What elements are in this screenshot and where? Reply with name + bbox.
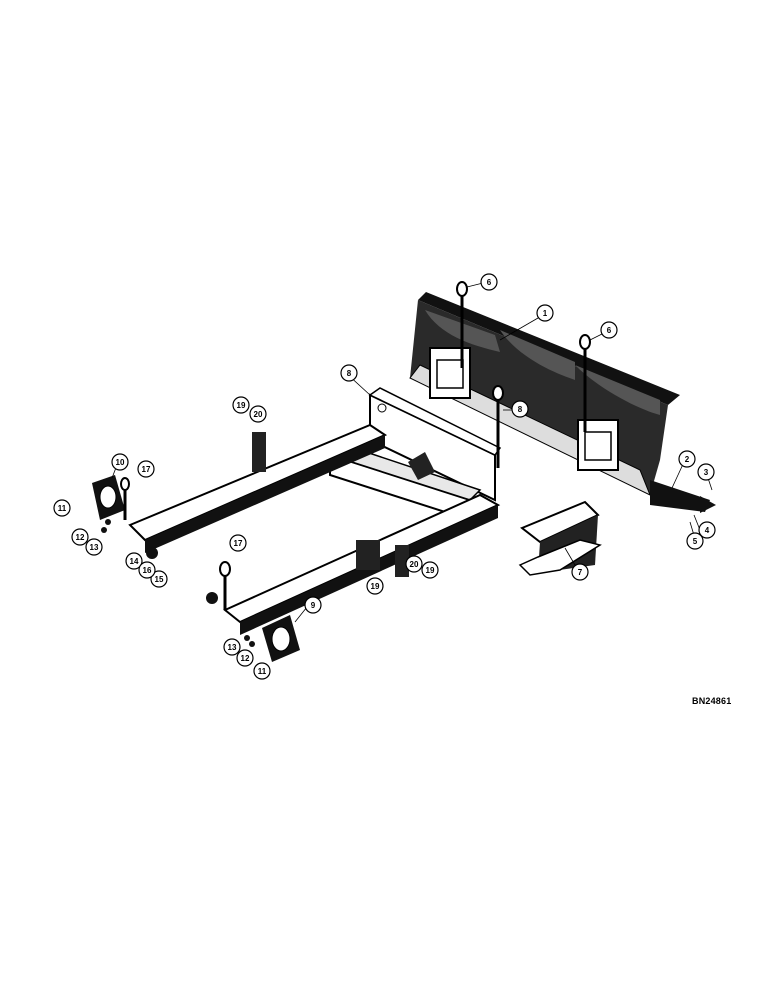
svg-text:8: 8 — [347, 369, 352, 378]
callout-17a: 17 — [137, 460, 155, 478]
svg-text:6: 6 — [487, 278, 492, 287]
svg-text:11: 11 — [258, 667, 267, 676]
callout-8b: 8 — [511, 400, 529, 418]
callout-19c: 19 — [421, 561, 439, 579]
callout-15: 15 — [150, 570, 168, 588]
svg-text:2: 2 — [685, 455, 690, 464]
trunnion-cap-right — [262, 615, 300, 662]
callout-3: 3 — [697, 463, 715, 481]
svg-text:8: 8 — [518, 405, 523, 414]
svg-text:6: 6 — [607, 326, 612, 335]
svg-text:13: 13 — [90, 543, 99, 552]
callout-4: 4 — [698, 521, 716, 539]
push-frame — [128, 387, 502, 635]
adapter-plate — [518, 500, 602, 576]
callout-19b: 19 — [366, 577, 384, 595]
svg-text:7: 7 — [578, 568, 583, 577]
svg-text:20: 20 — [410, 560, 419, 569]
callouts: 1 2 3 4 5 6 6 7 8 8 9 10 11 11 12 12 13 … — [53, 273, 716, 680]
callout-12b: 12 — [236, 649, 254, 667]
svg-text:19: 19 — [237, 401, 246, 410]
svg-text:19: 19 — [371, 582, 380, 591]
callout-12a: 12 — [71, 528, 89, 546]
svg-text:4: 4 — [705, 526, 710, 535]
svg-text:1: 1 — [543, 309, 548, 318]
svg-text:17: 17 — [142, 465, 151, 474]
callout-14: 14 — [125, 552, 143, 570]
callout-6b: 6 — [600, 321, 618, 339]
callout-13b: 13 — [223, 638, 241, 656]
dozer-blade — [409, 292, 716, 513]
bolts-and-pins — [101, 281, 591, 647]
callout-9: 9 — [304, 596, 322, 614]
svg-text:10: 10 — [116, 458, 125, 467]
callout-11a: 11 — [53, 499, 71, 517]
callout-8a: 8 — [340, 364, 358, 382]
svg-text:13: 13 — [228, 643, 237, 652]
callout-13a: 13 — [85, 538, 103, 556]
svg-text:15: 15 — [155, 575, 164, 584]
callout-7: 7 — [571, 563, 589, 581]
svg-text:12: 12 — [241, 654, 250, 663]
callout-17b: 17 — [229, 534, 247, 552]
callout-6a: 6 — [480, 273, 498, 291]
svg-text:9: 9 — [311, 601, 316, 610]
svg-text:17: 17 — [234, 539, 243, 548]
svg-text:16: 16 — [143, 566, 152, 575]
callout-5: 5 — [686, 532, 704, 550]
callout-20a: 20 — [249, 405, 267, 423]
svg-text:14: 14 — [130, 557, 139, 566]
callout-16: 16 — [138, 561, 156, 579]
svg-text:5: 5 — [693, 537, 698, 546]
svg-text:20: 20 — [254, 410, 263, 419]
callout-11b: 11 — [253, 662, 271, 680]
svg-text:11: 11 — [58, 504, 67, 513]
callout-19a: 19 — [232, 396, 250, 414]
callout-10: 10 — [111, 453, 129, 471]
svg-text:3: 3 — [704, 468, 709, 477]
svg-text:12: 12 — [76, 533, 85, 542]
callout-1: 1 — [536, 304, 554, 322]
svg-text:19: 19 — [426, 566, 435, 575]
callout-20b: 20 — [405, 555, 423, 573]
trunnion-cap-left — [92, 475, 125, 520]
callout-2: 2 — [678, 450, 696, 468]
figure-reference-code: BN24861 — [692, 696, 732, 706]
